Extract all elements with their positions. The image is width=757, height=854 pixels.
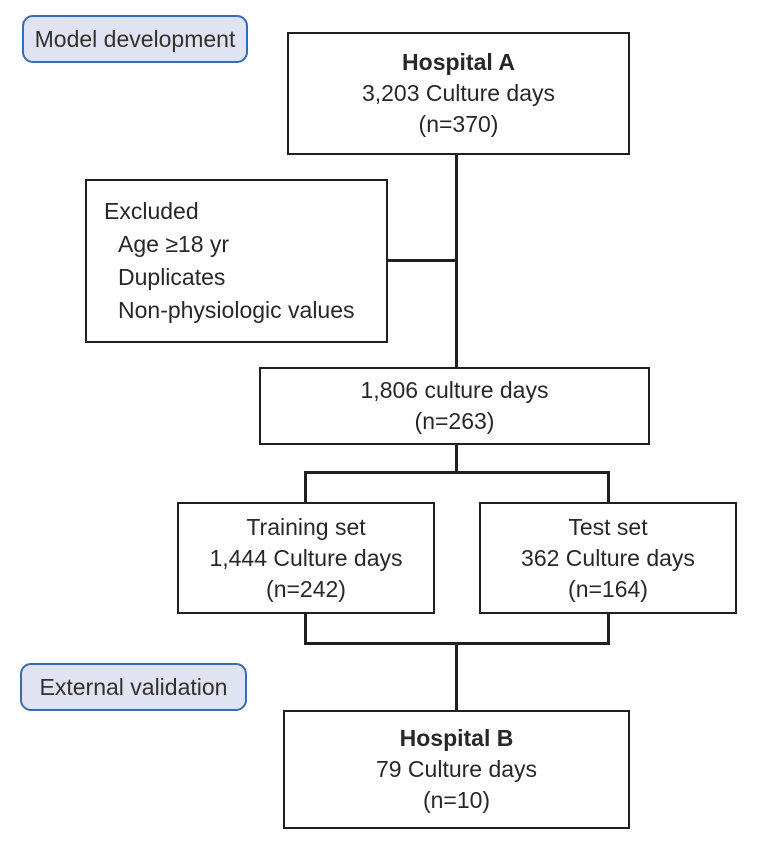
box-excluded: Excluded Age ≥18 yr Duplicates Non-physi… bbox=[85, 179, 388, 343]
connector-excluded-branch bbox=[388, 259, 458, 262]
stage-label-model-development-text: Model development bbox=[34, 25, 236, 52]
connector-split-to-test bbox=[607, 471, 610, 502]
connector-merge-to-hospital-b bbox=[455, 642, 458, 710]
box-hospital-b-title: Hospital B bbox=[399, 725, 514, 751]
box-training-set-line1: 1,444 Culture days bbox=[209, 544, 403, 571]
box-hospital-a-line2: (n=370) bbox=[418, 111, 499, 137]
box-excluded-item-age: Age ≥18 yr bbox=[118, 231, 230, 257]
box-filtered: 1,806 culture days (n=263) bbox=[259, 367, 650, 445]
box-test-set-line1: 362 Culture days bbox=[521, 544, 695, 571]
box-test-set-title: Test set bbox=[568, 513, 648, 540]
box-hospital-b-line1: 79 Culture days bbox=[375, 756, 538, 782]
box-training-set-title: Training set bbox=[246, 513, 366, 540]
box-hospital-a-line1: 3,203 Culture days bbox=[361, 80, 556, 106]
stage-label-model-development: Model development bbox=[22, 15, 248, 63]
box-hospital-b-line2: (n=10) bbox=[422, 787, 491, 813]
connector-training-to-merge bbox=[304, 614, 307, 645]
box-excluded-item-duplicates: Duplicates bbox=[118, 264, 226, 290]
box-excluded-item-nonphysiologic: Non-physiologic values bbox=[118, 297, 355, 323]
box-excluded-title: Excluded bbox=[104, 198, 199, 224]
box-hospital-a-title: Hospital A bbox=[402, 49, 515, 75]
connector-test-to-merge bbox=[607, 614, 610, 645]
box-training-set-line2: (n=242) bbox=[266, 575, 346, 602]
connector-split-horizontal bbox=[304, 471, 610, 474]
box-test-set-line2: (n=164) bbox=[568, 575, 648, 602]
box-test-set: Test set 362 Culture days (n=164) bbox=[479, 502, 737, 614]
box-filtered-line2: (n=263) bbox=[414, 408, 495, 434]
connector-split-to-training bbox=[304, 471, 307, 502]
box-hospital-b: Hospital B 79 Culture days (n=10) bbox=[283, 710, 630, 829]
stage-label-external-validation: External validation bbox=[20, 663, 247, 711]
stage-label-external-validation-text: External validation bbox=[39, 673, 228, 700]
box-training-set: Training set 1,444 Culture days (n=242) bbox=[177, 502, 435, 614]
box-hospital-a: Hospital A 3,203 Culture days (n=370) bbox=[287, 32, 630, 155]
box-filtered-line1: 1,806 culture days bbox=[360, 377, 549, 403]
connector-filtered-to-split bbox=[455, 445, 458, 474]
